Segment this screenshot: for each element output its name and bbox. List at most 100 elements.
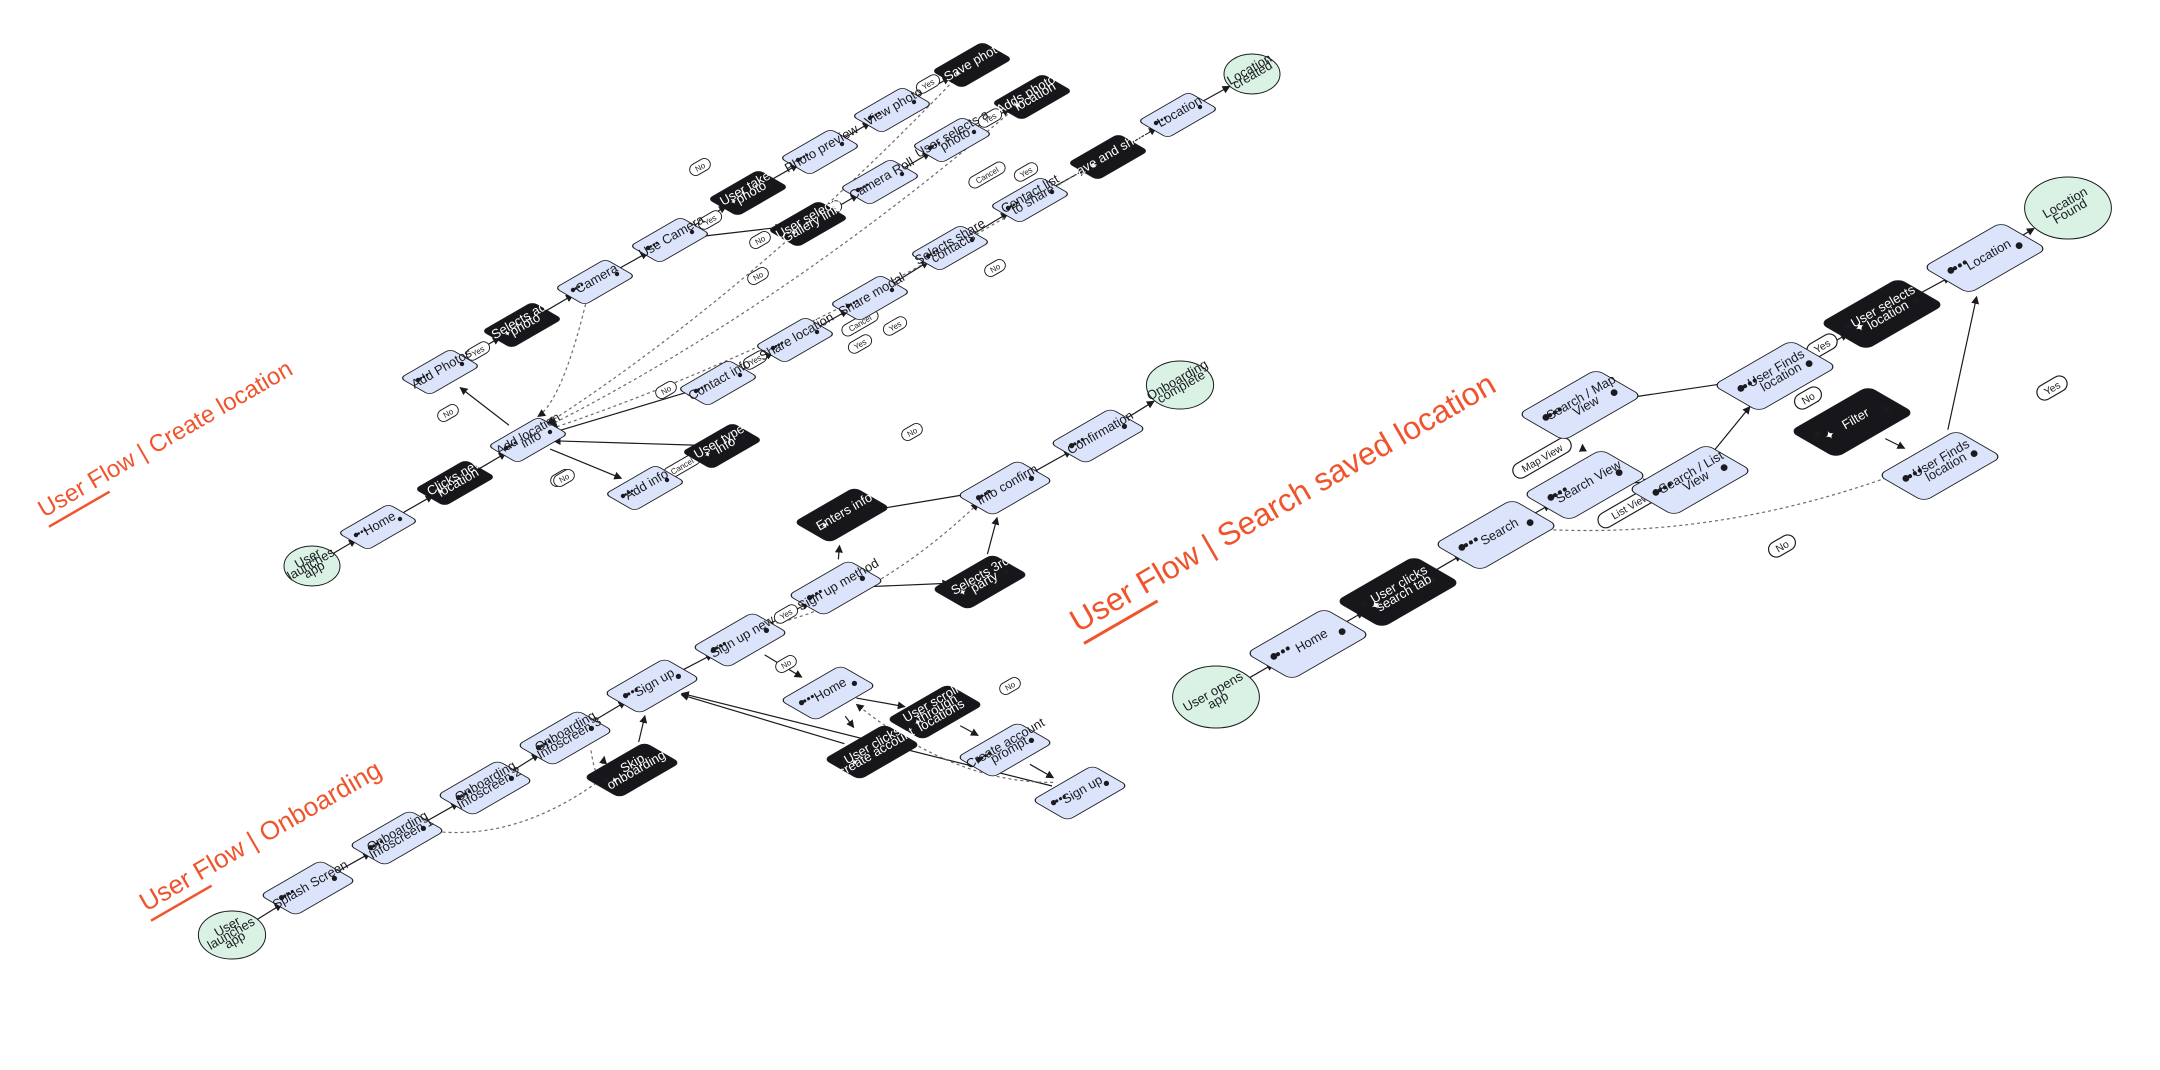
connector-out-dot bbox=[1103, 780, 1110, 787]
chip-create-0: No bbox=[437, 404, 459, 422]
connector-in-dot bbox=[798, 699, 805, 706]
sparkle-icon: ✦ bbox=[503, 328, 514, 339]
connector-out-dot bbox=[1127, 146, 1133, 152]
sparkle-icon: ✦ bbox=[436, 486, 447, 497]
sparkle-icon: ✦ bbox=[703, 449, 714, 460]
title-search-underline bbox=[1083, 599, 1159, 645]
connector-in-dot bbox=[497, 330, 503, 336]
screen-tile bbox=[1716, 342, 1834, 410]
connector-in-dot bbox=[353, 532, 359, 538]
connector-in-dot bbox=[693, 388, 699, 394]
connector-out-dot bbox=[1428, 576, 1436, 584]
edge-c_saveshare-to-c_location bbox=[1128, 127, 1157, 146]
connector-out-dot bbox=[763, 627, 770, 634]
screen-tile bbox=[912, 226, 988, 270]
window-dots-icon bbox=[283, 889, 294, 898]
screen-tile bbox=[1926, 224, 2044, 292]
connector-in-dot bbox=[783, 229, 789, 235]
edge-o_thirdparty-to-o_infoconfirm bbox=[986, 516, 1000, 555]
connector-out-dot bbox=[991, 54, 997, 60]
edge-s_list-to-s_finds bbox=[1713, 405, 1751, 452]
connector-in-dot bbox=[1458, 543, 1466, 551]
action-tile bbox=[1793, 388, 1911, 456]
screen-tile bbox=[557, 260, 633, 304]
title-onboarding: User Flow | Onboarding bbox=[134, 754, 386, 922]
window-dots-icon bbox=[774, 341, 784, 348]
connector-in-dot bbox=[622, 692, 629, 699]
chip-create-11: Yes bbox=[847, 334, 873, 354]
connector-out-dot bbox=[1197, 104, 1203, 110]
edge-c_location-to-c_done bbox=[1198, 85, 1231, 104]
screen-tile bbox=[1437, 501, 1555, 569]
edge-c_start-to-c_home bbox=[332, 539, 357, 555]
connector-in-dot bbox=[927, 145, 933, 151]
screen-tile bbox=[1052, 409, 1144, 463]
chip-create-4: No bbox=[747, 267, 769, 285]
connector-out-dot bbox=[1882, 406, 1890, 414]
connector-in-dot bbox=[697, 451, 703, 457]
connector-in-dot bbox=[570, 287, 576, 293]
connector-out-dot bbox=[1338, 628, 1346, 636]
chip-pill bbox=[2036, 375, 2068, 401]
connector-out-dot bbox=[814, 329, 820, 335]
window-dots-icon bbox=[980, 489, 991, 498]
node-s-found: LocationFound bbox=[2024, 176, 2112, 240]
connector-out-dot bbox=[899, 171, 905, 177]
edge-c_saveshare-to-c_addloc bbox=[550, 167, 1087, 431]
connector-out-dot bbox=[397, 516, 403, 522]
connector-in-dot bbox=[1270, 652, 1278, 660]
edge-o_home-to-o_create bbox=[844, 715, 855, 729]
node-s-home: Home bbox=[1249, 610, 1367, 678]
node-o-signupnew: Sign up new bbox=[694, 612, 786, 667]
chip-pill bbox=[968, 161, 1006, 189]
chips-layer: NoYesNoYesNoYesYesNoYesYesNoYesYesCancel… bbox=[437, 74, 2068, 695]
edge-c_addloc-to-c_contact bbox=[550, 388, 695, 434]
chip-create-2: No bbox=[689, 158, 711, 176]
edges-layer bbox=[256, 77, 2035, 921]
connector-out-dot bbox=[675, 673, 682, 680]
connector-in-dot bbox=[278, 894, 285, 901]
node-s-map: Search / MapView bbox=[1521, 371, 1639, 439]
connector-out-dot bbox=[827, 213, 833, 219]
screen-tile bbox=[351, 811, 443, 865]
node-c-done: Locationcreated bbox=[1223, 50, 1281, 95]
connector-in-dot bbox=[723, 198, 729, 204]
chip-create-19: No bbox=[553, 469, 575, 487]
window-dots-icon bbox=[1073, 437, 1084, 446]
window-dots-icon bbox=[811, 589, 822, 598]
edge-c_addloc-to-c_addinfo bbox=[549, 448, 623, 480]
edge-o_splash-to-o_on1 bbox=[332, 852, 372, 875]
window-dots-icon bbox=[1276, 646, 1290, 657]
connector-in-dot bbox=[1814, 430, 1822, 438]
screen-tile bbox=[519, 711, 611, 765]
window-dots-icon bbox=[980, 751, 991, 760]
node-o-done: Onboardingcomplete bbox=[1144, 356, 1215, 410]
action-tile bbox=[770, 202, 846, 246]
connector-in-dot bbox=[1360, 600, 1368, 608]
connector-out-dot bbox=[971, 129, 977, 135]
chip-pill bbox=[655, 381, 677, 399]
window-dots-icon bbox=[540, 739, 551, 748]
connector-out-dot bbox=[541, 314, 547, 320]
node-o-signup2: Sign up bbox=[1034, 766, 1126, 820]
window-dots-icon bbox=[931, 141, 941, 148]
window-dots-icon bbox=[627, 687, 638, 696]
connector-in-dot bbox=[1542, 413, 1550, 421]
screen-tile bbox=[757, 318, 833, 362]
window-dots-icon bbox=[1743, 378, 1757, 389]
connector-out-dot bbox=[2015, 242, 2023, 250]
node-o-method: Sign up method bbox=[790, 555, 882, 615]
screen-tile bbox=[490, 418, 566, 462]
connector-in-dot bbox=[710, 646, 717, 653]
action-tile bbox=[684, 424, 760, 468]
edge-o_method-to-o_entersinfo bbox=[834, 544, 843, 560]
connector-in-dot bbox=[455, 794, 462, 801]
screen-tile bbox=[340, 505, 416, 549]
node-s-search: Search bbox=[1437, 501, 1555, 569]
node-s-list: Search / ListView bbox=[1631, 446, 1749, 514]
edge-o_confirmation-to-o_done bbox=[1122, 400, 1155, 422]
connector-in-dot bbox=[975, 494, 982, 501]
action-tile bbox=[889, 685, 981, 739]
connector-in-dot bbox=[430, 488, 436, 494]
edge-c_new-to-c_addloc bbox=[475, 452, 507, 472]
